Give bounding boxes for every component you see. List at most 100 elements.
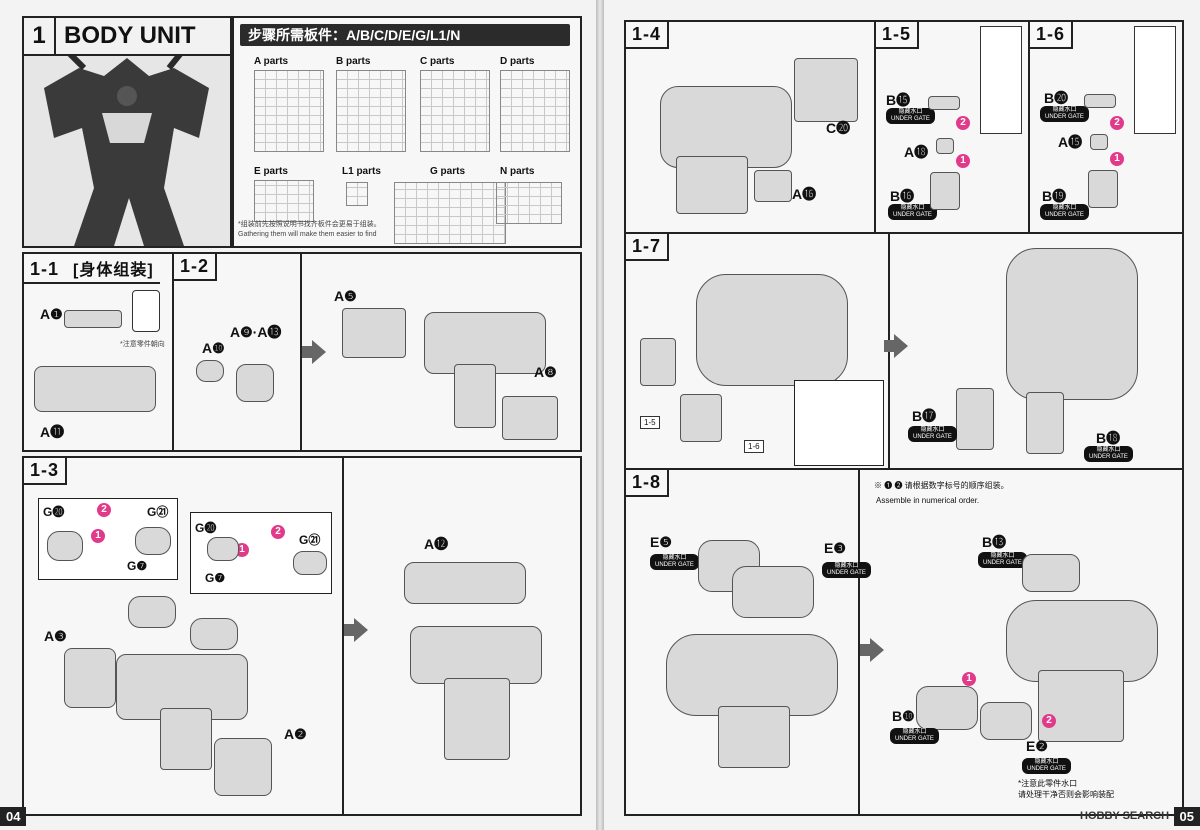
ref-1-5: 1-5 — [640, 416, 660, 429]
body-assembled-lower — [1038, 670, 1124, 742]
part-a2 — [214, 738, 272, 796]
part-g20 — [207, 537, 239, 561]
under-gate-cn: 隐藏水口 — [662, 555, 687, 561]
sprue-e-image — [254, 180, 314, 222]
under-gate-en: UNDER GATE — [1045, 212, 1084, 218]
part-b20 — [1084, 94, 1116, 108]
order-2-badge: 2 — [1042, 714, 1056, 728]
part-g21 — [293, 551, 327, 575]
watermark: HOBBY SEARCH — [1080, 810, 1170, 822]
detail-inset — [794, 380, 884, 466]
parts-label-l1: L1 parts — [342, 166, 381, 177]
orientation-inset — [132, 290, 160, 332]
part-a10 — [196, 360, 224, 382]
under-gate-en: UNDER GATE — [895, 736, 934, 742]
next-arrow — [884, 334, 908, 358]
part-a1 — [64, 310, 122, 328]
label-g7: G❼ — [127, 559, 148, 573]
part-a16 — [754, 170, 792, 202]
step-1-3-panel: 1-3 G⓴ G㉑ 2 1 G❼ G⓴ G㉑ 2 1 G❼ — [22, 456, 582, 816]
label-b17: B⓱ — [912, 408, 937, 424]
spine — [596, 0, 604, 830]
gather-note-cn: *组装前先按照说明书找齐板件会更易于组装。 — [238, 221, 381, 228]
label-a10: A❿ — [202, 340, 225, 356]
divider — [858, 470, 860, 814]
under-gate-en: UNDER GATE — [893, 212, 932, 218]
under-gate-cn: 隐藏水口 — [900, 205, 925, 211]
body-assembly — [696, 274, 848, 386]
under-gate-cn: 隐藏水口 — [1052, 205, 1077, 211]
label-b10: B❿ — [892, 708, 915, 724]
part-b13 — [1022, 554, 1080, 592]
label-a16: A⓰ — [792, 186, 817, 202]
inset-left-subassembly: G⓴ G㉑ 2 1 G❼ — [38, 498, 178, 580]
label-a18: A⓲ — [904, 144, 929, 160]
under-gate-en: UNDER GATE — [1045, 114, 1084, 120]
part-a18 — [936, 138, 954, 154]
ref-1-6: 1-6 — [744, 440, 764, 453]
label-c20: C⓴ — [826, 120, 851, 136]
under-gate-en: UNDER GATE — [827, 570, 866, 576]
part-b19 — [1088, 170, 1118, 208]
label-e2: E❷ — [1026, 738, 1048, 754]
body-lower — [676, 156, 748, 214]
part-e2 — [980, 702, 1032, 740]
under-gate-cn: 隐藏水口 — [1052, 107, 1077, 113]
body-assembled — [410, 626, 542, 684]
parts-label-d: D parts — [500, 56, 535, 67]
parts-label-n: N parts — [500, 166, 535, 177]
part-a5 — [342, 308, 406, 358]
part-b16 — [930, 172, 960, 210]
sprue-c-image — [420, 70, 490, 152]
label-b13: B⓭ — [982, 534, 1007, 550]
label-a11: A⓫ — [40, 424, 65, 440]
label-g20-b: G⓴ — [195, 521, 217, 535]
gather-note-en: Gathering them will make them easier to … — [238, 231, 377, 238]
label-e5: E❺ — [650, 534, 672, 550]
label-g20: G⓴ — [43, 505, 65, 519]
step-1-1-tag: 1-1 [身体组装] — [24, 254, 160, 284]
sprue-g-image — [394, 182, 506, 244]
shoulder-joint-right — [190, 618, 238, 650]
part-c20 — [794, 58, 858, 122]
step-1-1-1-2-panel: 1-1 [身体组装] 1-2 A❶ *注意零件朝向 A⓫ A❿ A❾·A⓭ A❺… — [22, 252, 582, 452]
page-number-left: 04 — [0, 807, 27, 826]
part-b18 — [1026, 392, 1064, 454]
part-a15 — [1090, 134, 1108, 150]
orientation-inset — [980, 26, 1022, 134]
order-1-badge: 1 — [1110, 152, 1124, 166]
part-a12 — [404, 562, 526, 604]
under-gate-cn: 隐藏水口 — [990, 553, 1015, 559]
parts-label-b: B parts — [336, 56, 371, 67]
step-number: 1 — [24, 18, 56, 54]
order-1-badge: 1 — [91, 529, 105, 543]
step-1-2-tag: 1-2 — [174, 254, 218, 281]
part-g20 — [47, 531, 83, 561]
label-a5: A❺ — [334, 288, 357, 304]
step-1-8-tag: 1-8 — [626, 470, 670, 497]
orientation-note: *注意零件朝向 — [120, 341, 165, 348]
order-note-en: Assemble in numerical order. — [876, 496, 980, 505]
label-g7-b: G❼ — [205, 571, 226, 585]
divider — [300, 254, 302, 450]
shoulder-joint-left — [128, 596, 176, 628]
order-2-badge: 2 — [1110, 116, 1124, 130]
label-a2: A❷ — [284, 726, 307, 742]
body-assembled — [1006, 600, 1158, 682]
part-a3 — [64, 648, 116, 708]
page-number-right: 05 — [1173, 807, 1200, 826]
under-gate-en: UNDER GATE — [1089, 454, 1128, 460]
divider — [888, 234, 890, 470]
body-assembly — [666, 634, 838, 716]
under-gate-en: UNDER GATE — [891, 116, 930, 122]
step-1-1-number: 1-1 — [30, 259, 60, 279]
step-1-7-tag: 1-7 — [626, 234, 670, 261]
next-arrow — [302, 340, 326, 364]
